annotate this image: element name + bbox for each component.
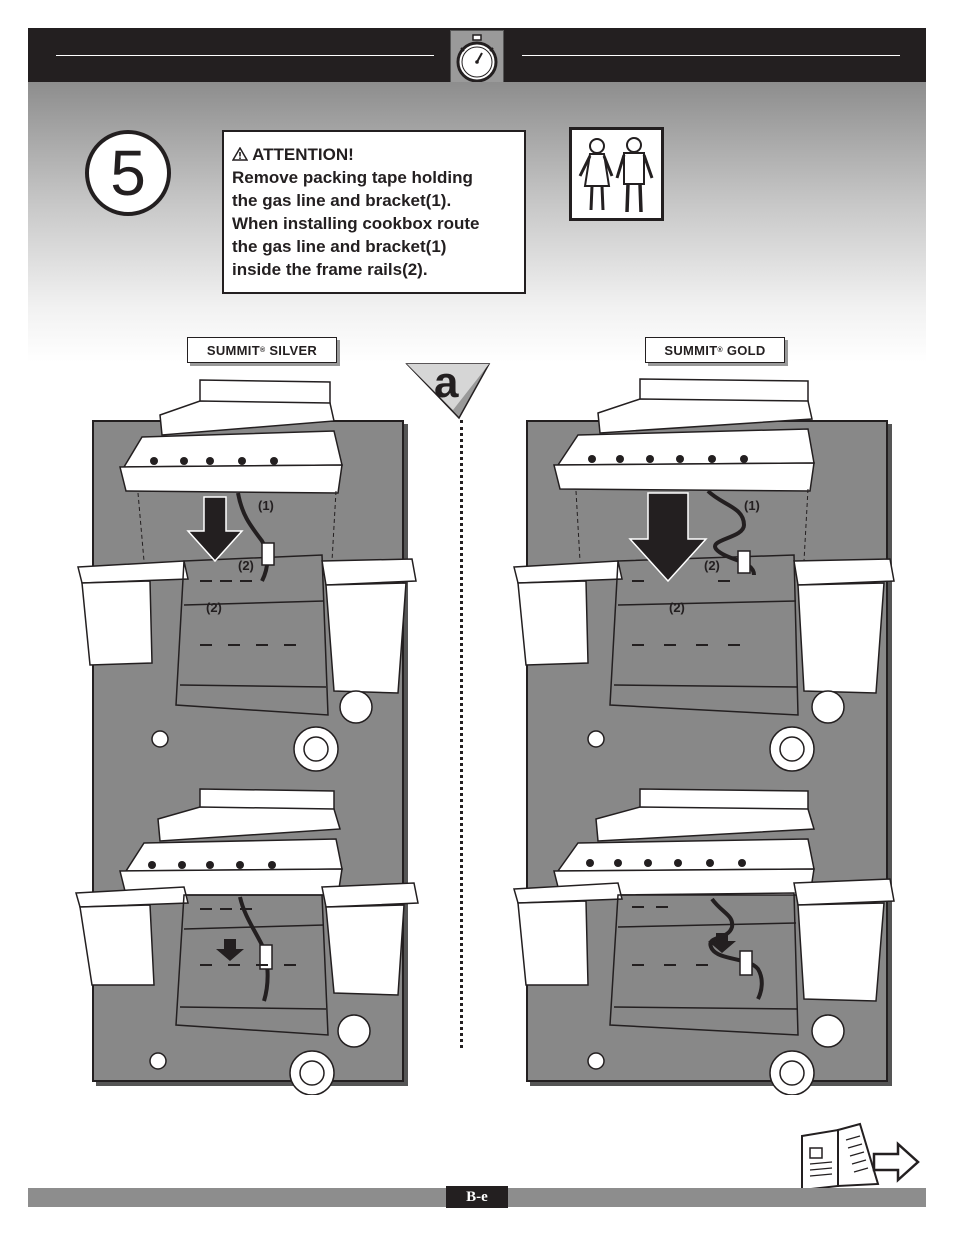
dotted-divider [460, 420, 463, 1048]
sub-step-tab: a [405, 358, 495, 425]
attention-title: ATTENTION! [252, 145, 354, 164]
page-number: B-e [446, 1186, 508, 1208]
callout-gas-line-silver: (1) [258, 498, 274, 513]
attention-line: Remove packing tape holding [232, 168, 473, 187]
attention-heading: ATTENTION! [231, 143, 516, 166]
page-number-text: B-e [466, 1188, 488, 1205]
gold-grill-illustration-bottom [513, 788, 895, 1095]
warning-triangle-icon [231, 145, 252, 164]
attention-box: ATTENTION! Remove packing tape holding t… [222, 130, 526, 294]
model-label-silver: SUMMIT® SILVER [187, 337, 337, 363]
model-variant: GOLD [726, 342, 766, 358]
silver-grill-illustration-top [77, 379, 417, 772]
stopwatch-icon [450, 30, 504, 86]
callout-frame-rail-gold: (2) [704, 558, 720, 573]
step-number-text: 5 [110, 137, 146, 209]
two-people-icon [569, 127, 664, 221]
sub-step-letter: a [434, 358, 459, 407]
attention-line: the gas line and bracket(1) [232, 237, 447, 256]
model-variant: SILVER [269, 342, 318, 358]
registered-mark: ® [717, 346, 723, 354]
model-name: SUMMIT [664, 342, 718, 358]
callout-frame-rail-silver: (2) [238, 558, 254, 573]
silver-grill-illustration-bottom [75, 788, 419, 1095]
step-number: 5 [85, 130, 171, 216]
gold-grill-illustration-top [513, 378, 895, 772]
book-arrow-icon [798, 1122, 922, 1197]
model-name: SUMMIT [206, 342, 260, 358]
attention-line: inside the frame rails(2). [232, 260, 428, 279]
model-label-gold: SUMMIT® GOLD [645, 337, 785, 363]
header-rule-right [522, 55, 900, 56]
attention-line: the gas line and bracket(1). [232, 191, 452, 210]
attention-line: When installing cookbox route [232, 214, 480, 233]
registered-mark: ® [259, 346, 266, 354]
callout-frame-rail-gold-lower: (2) [669, 600, 685, 615]
callout-frame-rail-silver-lower: (2) [206, 600, 222, 615]
header-rule-left [56, 55, 434, 56]
callout-gas-line-gold: (1) [744, 498, 760, 513]
